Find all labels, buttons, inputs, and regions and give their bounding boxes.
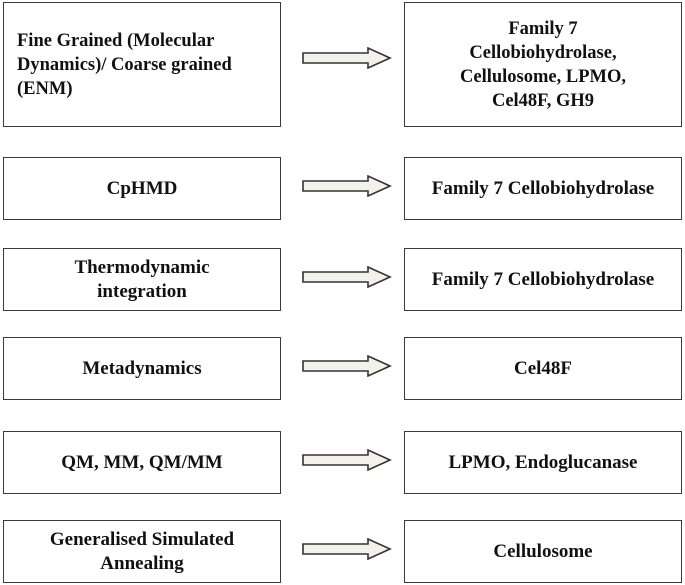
- right-arrow-icon: [302, 47, 392, 69]
- method-box-thermodynamic-integration: Thermodynamic integration: [3, 248, 281, 311]
- method-box-metadynamics: Metadynamics: [3, 337, 281, 400]
- application-box-cphmd: Family 7 Cellobiohydrolase: [404, 157, 682, 220]
- application-box-metadynamics: Cel48F: [404, 337, 682, 400]
- method-box-cphmd: CpHMD: [3, 157, 281, 220]
- method-box-qm-mm: QM, MM, QM/MM: [3, 431, 281, 494]
- application-box-qm-mm: LPMO, Endoglucanase: [404, 431, 682, 494]
- application-label: LPMO, Endoglucanase: [448, 451, 638, 473]
- application-label: Cel48F: [513, 357, 573, 379]
- right-arrow-icon: [302, 538, 392, 560]
- method-label: CpHMD: [106, 177, 178, 199]
- right-arrow-icon: [302, 175, 392, 197]
- application-label: Family 7 Cellobiohydrolase: [431, 268, 655, 290]
- method-label: QM, MM, QM/MM: [61, 451, 223, 473]
- application-label: Family 7 Cellobiohydrolase: [431, 177, 655, 199]
- application-box-thermodynamic-integration: Family 7 Cellobiohydrolase: [404, 248, 682, 311]
- application-box-md-enm: Family 7 Cellobiohydrolase, Cellulosome,…: [404, 2, 682, 127]
- application-box-simulated-annealing: Cellulosome: [404, 520, 682, 583]
- right-arrow-icon: [302, 266, 392, 288]
- method-label: Metadynamics: [82, 357, 202, 379]
- method-label: Fine Grained (Molecular Dynamics)/ Coars…: [17, 30, 232, 99]
- right-arrow-icon: [302, 449, 392, 471]
- right-arrow-icon: [302, 355, 392, 377]
- method-label: Thermodynamic integration: [74, 256, 210, 302]
- method-box-md-enm: Fine Grained (Molecular Dynamics)/ Coars…: [3, 2, 281, 127]
- application-label: Family 7 Cellobiohydrolase, Cellulosome,…: [460, 18, 626, 111]
- application-label: Cellulosome: [493, 540, 593, 562]
- method-box-simulated-annealing: Generalised Simulated Annealing: [3, 520, 281, 583]
- method-label: Generalised Simulated Annealing: [49, 528, 235, 574]
